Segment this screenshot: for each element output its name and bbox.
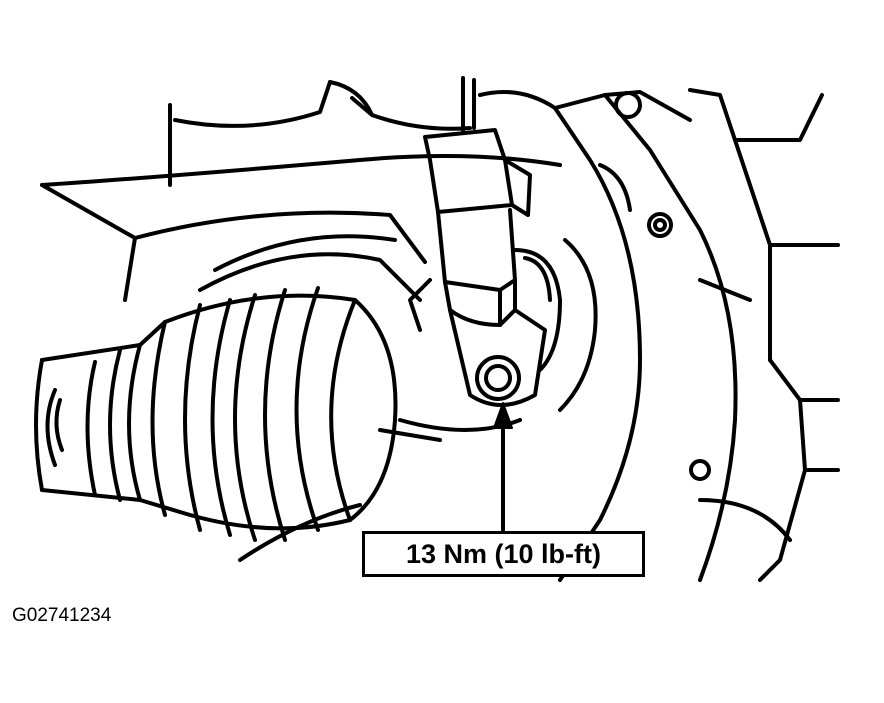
torque-callout-box: 13 Nm (10 lb-ft) [362, 531, 645, 577]
torque-callout-text: 13 Nm (10 lb-ft) [405, 538, 602, 569]
speed-sensor [408, 76, 562, 407]
output-shaft [34, 234, 422, 562]
transmission-case [40, 80, 840, 582]
torque-leader-arrow [493, 402, 513, 533]
figure-id-label: G02741234 [12, 605, 112, 626]
